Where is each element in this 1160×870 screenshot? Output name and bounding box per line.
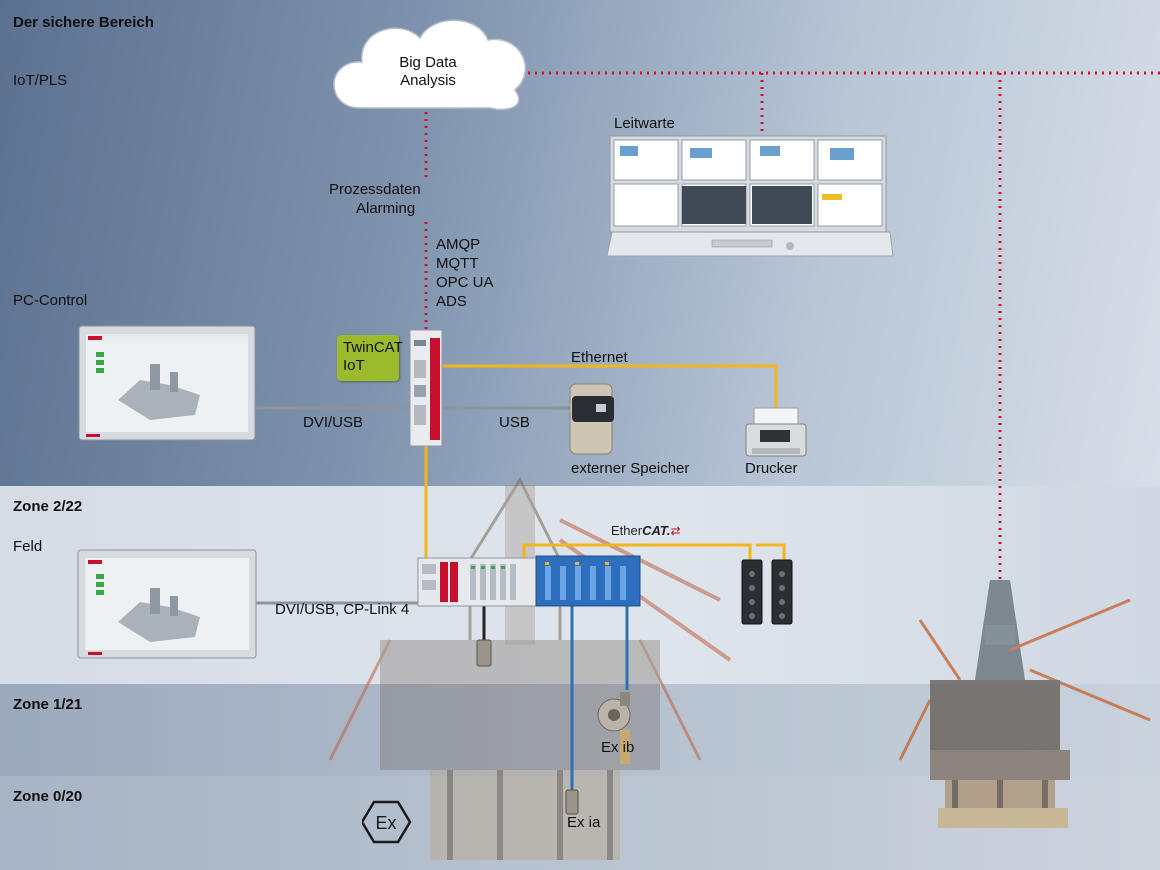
printer-illustration	[745, 407, 807, 457]
dvi-usb-label: DVI/USB	[303, 414, 364, 431]
ethercat-logo-suffix: CAT.	[642, 523, 671, 538]
ex-ib-label: Ex ib	[601, 739, 635, 756]
cloud-shape	[333, 19, 526, 111]
zone-0-title: Zone 0/20	[13, 788, 83, 805]
twincat-iot-badge: TwinCAT IoT	[337, 335, 403, 381]
ethercat-box-illustration	[741, 559, 793, 625]
twincat-badge-line2: IoT	[343, 357, 365, 374]
ethernet-label: Ethernet	[571, 349, 628, 366]
leitwarte-label: Leitwarte	[614, 115, 675, 132]
svg-text:Ex: Ex	[375, 813, 396, 833]
ethernet-lines	[424, 364, 786, 564]
protocol-mqtt: MQTT	[436, 255, 479, 272]
ethercat-arrow-icon: ⇄	[670, 524, 681, 538]
alarming-label: Alarming	[356, 200, 416, 217]
embedded-pc-illustration	[409, 329, 443, 447]
zone-2-title: Zone 2/22	[13, 498, 83, 515]
ethercat-logo: EtherCAT.⇄	[611, 523, 681, 538]
usb-label: USB	[499, 414, 530, 431]
io-terminal-strip-illustration	[417, 555, 641, 607]
ethercat-logo-prefix: Ether	[611, 523, 643, 538]
gray-cables	[255, 406, 570, 605]
printer-label: Drucker	[745, 460, 798, 477]
red-dotted-network	[424, 71, 1160, 580]
protocol-ads: ADS	[436, 293, 467, 310]
twincat-badge-line1: TwinCAT	[343, 339, 403, 356]
cloud-label-line1: Big Data	[399, 54, 457, 71]
level-pc-label: PC-Control	[13, 292, 88, 309]
level-iot-label: IoT/PLS	[13, 72, 68, 89]
level-feld-label: Feld	[13, 538, 43, 555]
control-room-illustration	[606, 135, 894, 257]
ex-ia-label: Ex ia	[567, 814, 601, 831]
zone-1-title: Zone 1/21	[13, 696, 83, 713]
zone-safe-title: Der sichere Bereich	[13, 14, 154, 31]
cloud-label: Big Data Analysis	[380, 54, 476, 90]
panel-pc-illustration	[78, 325, 256, 441]
ex-protection-icon: Ex	[362, 800, 412, 844]
oil-rig-right-illustration	[898, 580, 1151, 828]
field-panel-illustration	[77, 549, 257, 659]
process-data-label: Prozessdaten	[329, 181, 421, 198]
dvi-cplink-label: DVI/USB, CP-Link 4	[275, 601, 410, 618]
protocol-amqp: AMQP	[436, 236, 481, 253]
external-storage-label: externer Speicher	[571, 460, 690, 477]
sensor-zone0-illustration	[565, 789, 579, 815]
protocol-opcua: OPC UA	[436, 274, 494, 291]
cloud-label-line2: Analysis	[400, 72, 456, 89]
external-storage-illustration	[569, 383, 614, 455]
field-cables	[570, 606, 629, 795]
valve-actuator-illustration	[597, 692, 631, 764]
sensor-zone2-illustration	[476, 639, 492, 667]
